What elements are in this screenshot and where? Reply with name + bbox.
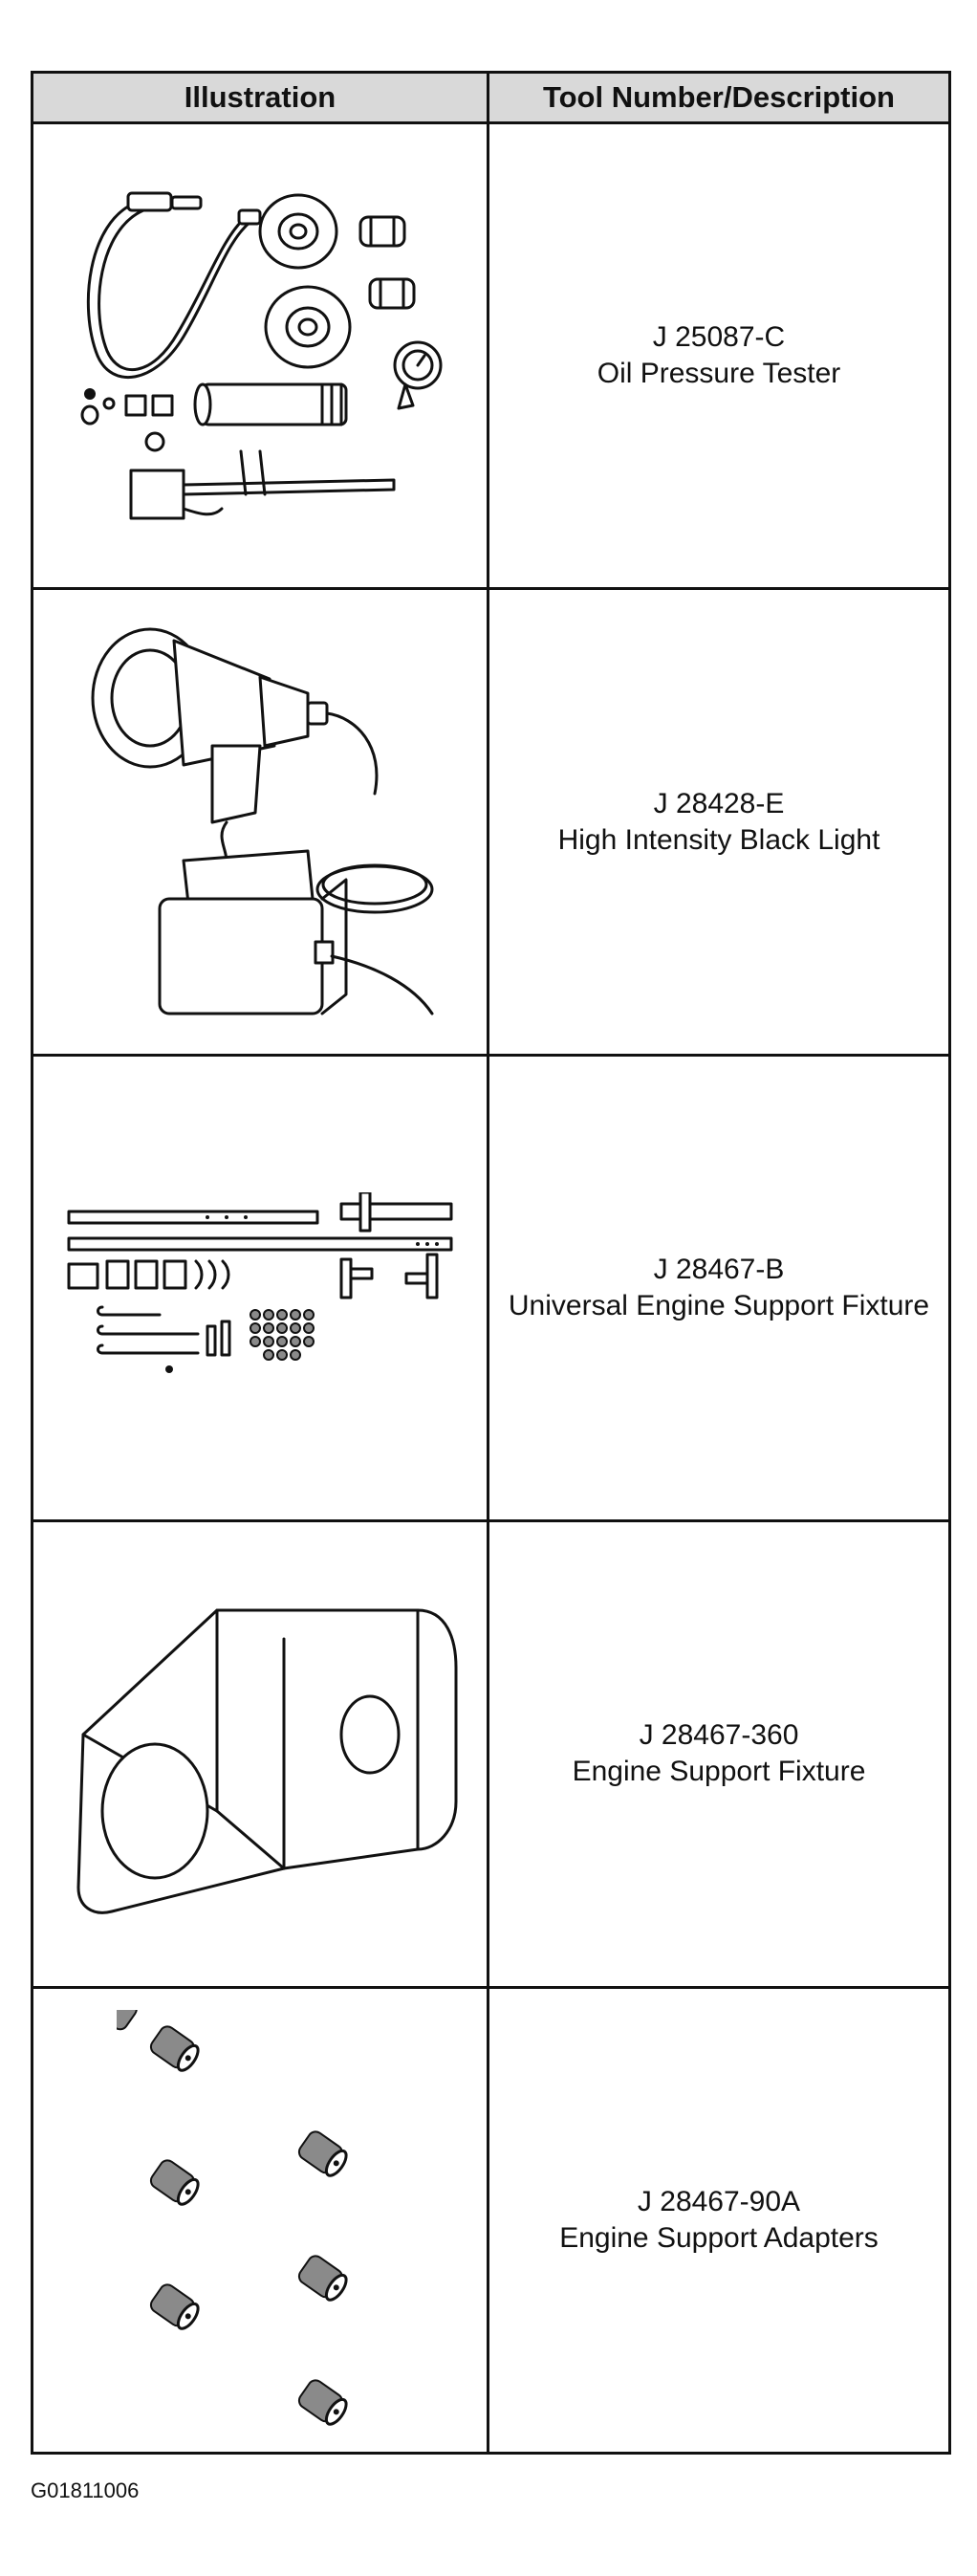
illustration-cell (31, 1519, 489, 1989)
illustration-cell (31, 587, 489, 1057)
tool-description-cell: J 28467-B Universal Engine Support Fixtu… (487, 1053, 951, 1523)
tool-number: J 25087-C (652, 321, 786, 354)
tool-description-cell: J 28467-90A Engine Support Adapters (487, 1985, 951, 2456)
tool-description-cell: J 28428-E High Intensity Black Light (487, 587, 951, 1057)
table-row: J 28467-B Universal Engine Support Fixtu… (31, 1053, 951, 1523)
table-row: J 28467-90A Engine Support Adapters (31, 1985, 951, 2456)
tool-name: High Intensity Black Light (557, 823, 880, 856)
tool-name: Engine Support Adapters (559, 2221, 879, 2254)
header-tool-description: Tool Number/Description (487, 71, 951, 124)
table-row: J 28428-E High Intensity Black Light (31, 587, 951, 1057)
tool-name: Engine Support Fixture (572, 1756, 866, 1788)
engine-support-fixture-illustration (76, 1608, 458, 1915)
figure-id: G01811006 (31, 2478, 140, 2502)
table-row: J 25087-C Oil Pressure Tester (31, 120, 951, 591)
black-light-illustration (91, 627, 434, 1015)
tool-number: J 28467-90A (637, 2185, 801, 2217)
illustration-cell (31, 1053, 489, 1523)
tool-number: J 28467-360 (639, 1719, 799, 1752)
table-row: J 28467-360 Engine Support Fixture (31, 1519, 951, 1989)
header-illustration: Illustration (31, 71, 489, 124)
tool-number: J 28467-B (653, 1253, 785, 1285)
tool-number: J 28428-E (653, 787, 785, 819)
universal-engine-support-fixture-illustration (67, 1191, 453, 1373)
illustration-cell (31, 1985, 489, 2456)
tool-description-cell: J 28467-360 Engine Support Fixture (487, 1519, 951, 1989)
tool-name: Universal Engine Support Fixture (508, 1289, 930, 1321)
oil-pressure-tester-illustration (80, 191, 443, 520)
tools-table: Illustration Tool Number/Description (31, 71, 951, 2456)
illustration-cell (31, 120, 489, 591)
tool-name: Oil Pressure Tester (597, 358, 841, 390)
table-header-row: Illustration Tool Number/Description (31, 71, 951, 124)
engine-support-adapters-illustration (117, 2009, 348, 2426)
tool-description-cell: J 25087-C Oil Pressure Tester (487, 120, 951, 591)
